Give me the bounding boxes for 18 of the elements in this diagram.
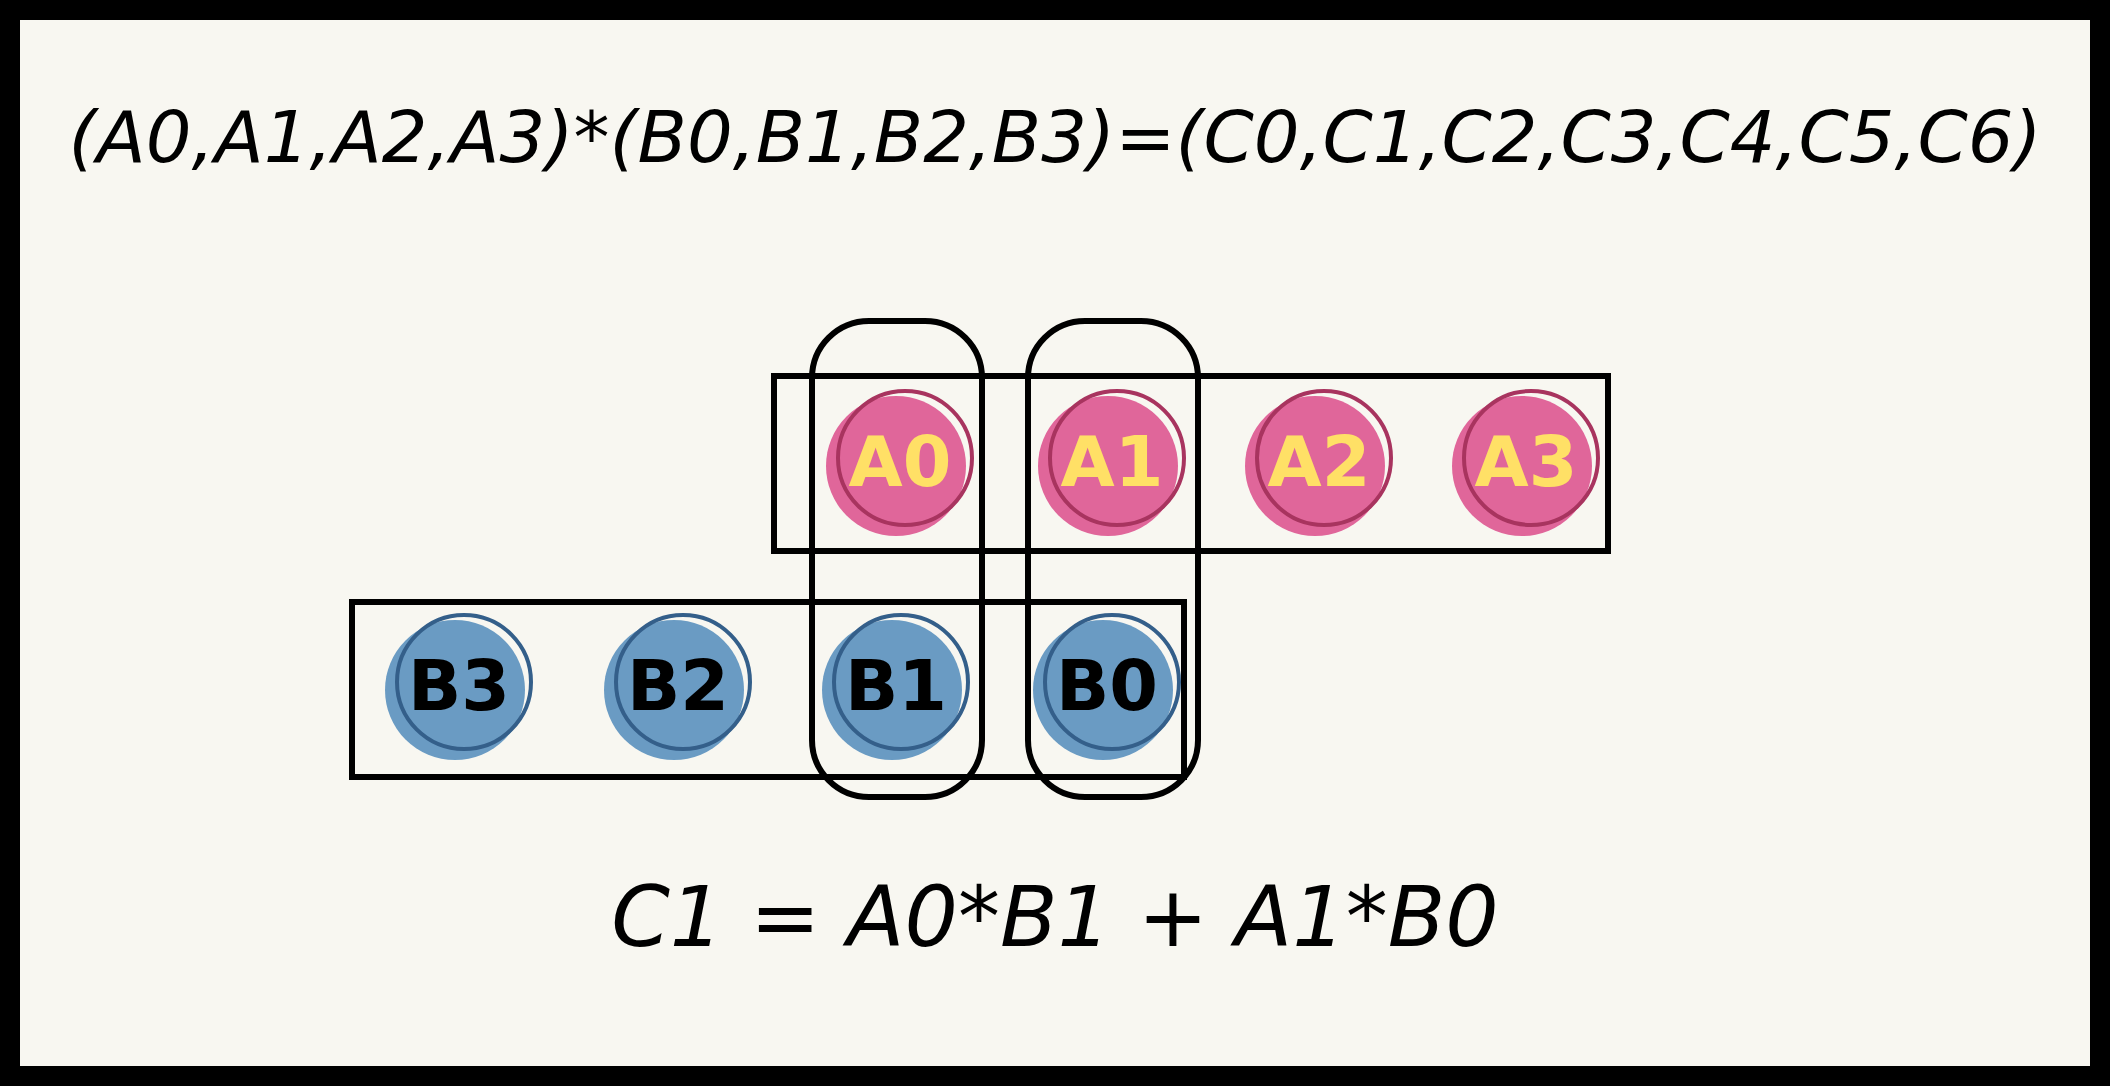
node-label: A2 (1266, 421, 1372, 503)
node-label: B3 (406, 645, 512, 727)
node-label: B0 (1054, 645, 1160, 727)
node-label: A1 (1059, 421, 1165, 503)
circle-node (385, 612, 533, 760)
node-label: B2 (625, 645, 731, 727)
circle-node (1452, 388, 1600, 536)
circle-node (822, 612, 970, 760)
circle-node (604, 612, 752, 760)
caption: C1 = A0*B1 + A1*B0 (610, 868, 1500, 966)
node-label: A3 (1473, 421, 1579, 503)
node-label: A0 (847, 421, 953, 503)
circle-node (1033, 612, 1181, 760)
circle-node (1245, 388, 1393, 536)
circle-node (826, 388, 974, 536)
title: (A0,A1,A2,A3)*(B0,B1,B2,B3)=(C0,C1,C2,C3,C4,C5,C6) (67, 95, 2043, 179)
circle-node (1038, 388, 1186, 536)
node-label: B1 (843, 645, 949, 727)
